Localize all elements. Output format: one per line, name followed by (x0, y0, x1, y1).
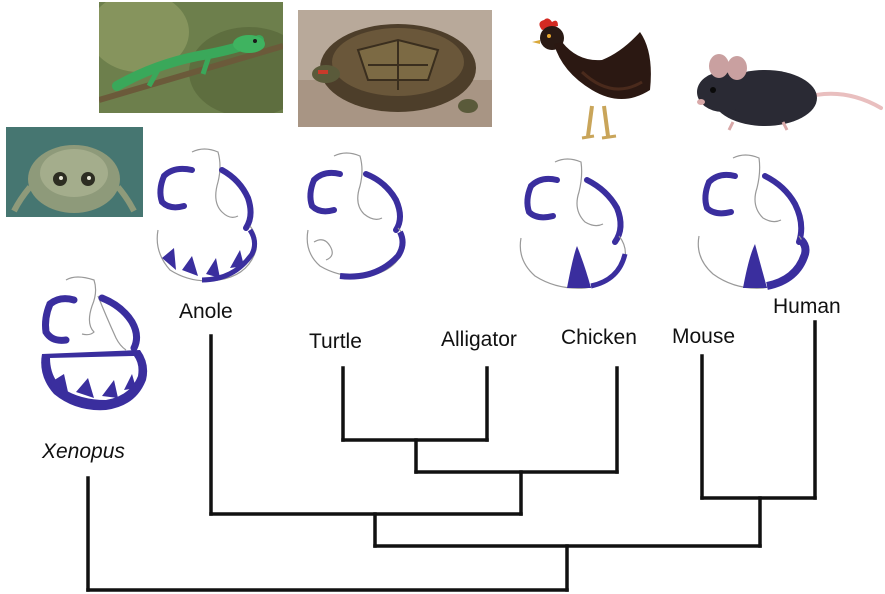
label-chicken: Chicken (561, 326, 637, 350)
label-xenopus: Xenopus (42, 440, 125, 464)
label-anole: Anole (179, 300, 233, 324)
label-turtle: Turtle (309, 330, 362, 354)
label-mouse: Mouse (672, 325, 735, 349)
label-human: Human (773, 295, 841, 319)
label-alligator: Alligator (441, 328, 517, 352)
